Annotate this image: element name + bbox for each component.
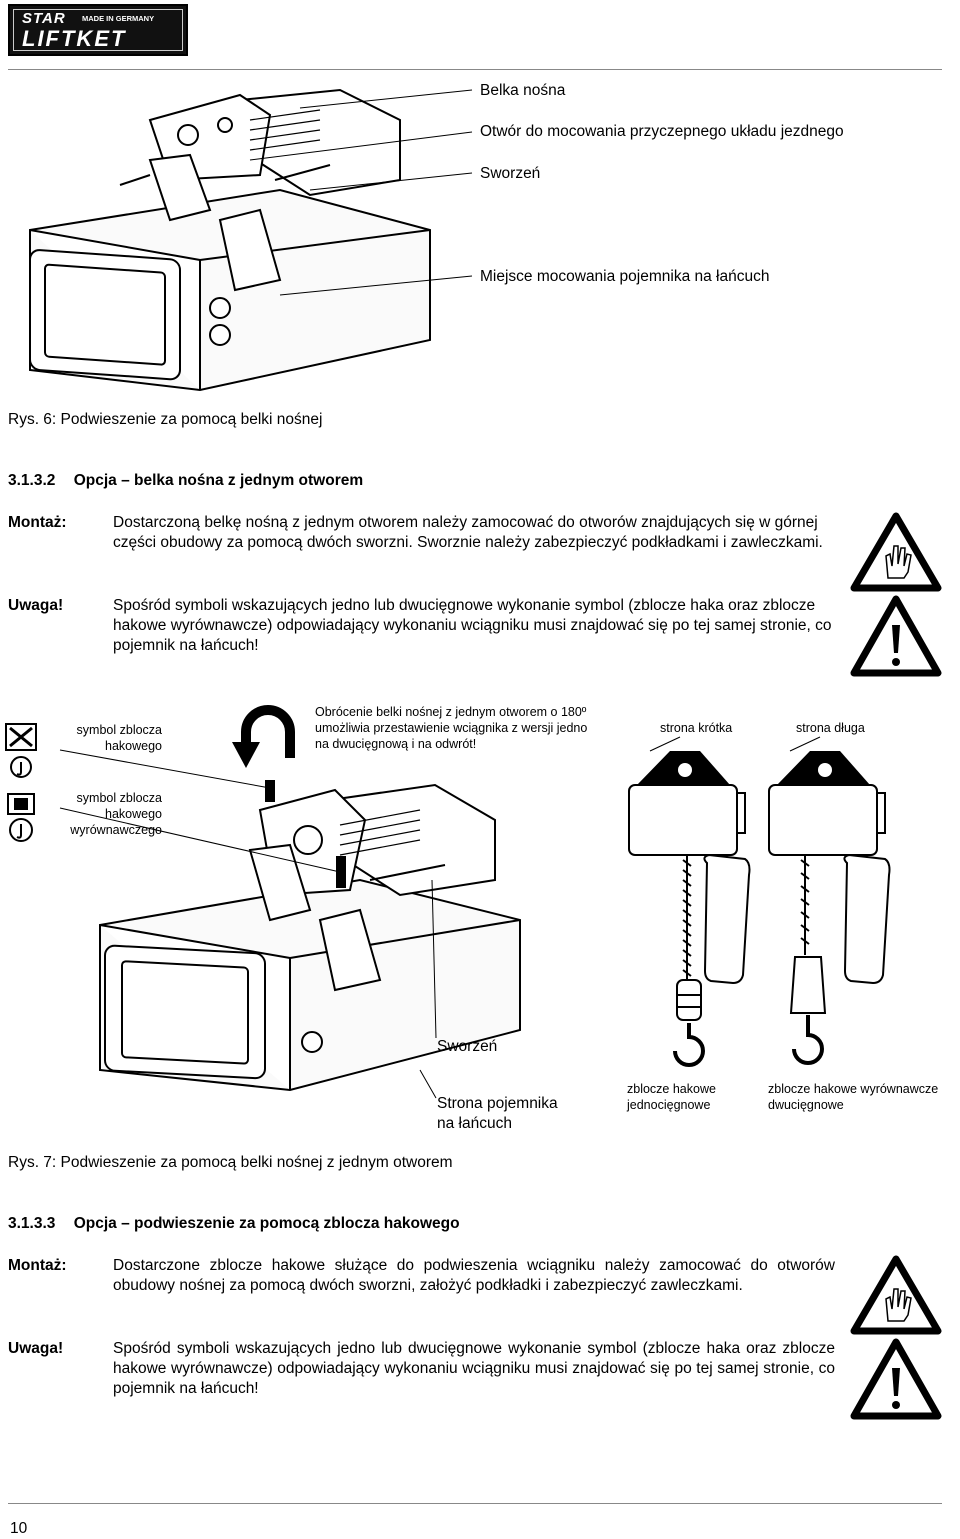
footer-rule xyxy=(8,1503,942,1504)
symbol-eq-line1: symbol zblocza xyxy=(76,791,162,805)
container-side-line1: Strona pojemnika xyxy=(437,1095,558,1112)
section-3133-heading: 3.1.3.3 Opcja – podwieszenie za pomocą z… xyxy=(8,1214,460,1234)
montaz-text-2: Dostarczone zblocze hakowe służące do po… xyxy=(113,1257,835,1294)
section-3132-heading: 3.1.3.2 Opcja – belka nośna z jednym otw… xyxy=(8,471,363,491)
fig6-label-container-mount: Miejsce mocowania pojemnika na łańcuch xyxy=(480,268,770,285)
montaz-label: Montaż: xyxy=(8,514,67,531)
fig7-label-container-side: Strona pojemnika na łańcuch xyxy=(437,1094,558,1134)
single-fall-line2: jednocięgnowe xyxy=(627,1098,711,1112)
section-3133-number: 3.1.3.3 xyxy=(8,1215,56,1232)
logo-top-text: STAR xyxy=(22,10,66,27)
montaz-text: Dostarczoną belkę nośną z jednym otworem… xyxy=(113,514,823,551)
hoist-drawing-fig6 xyxy=(29,88,473,392)
header-rule xyxy=(8,69,942,70)
hand-warning-icon xyxy=(850,1255,942,1335)
symbol-hook-line2: hakowego xyxy=(105,739,162,753)
symbol-eq-line2: hakowego xyxy=(105,807,162,821)
double-fall-label: zblocze hakowe wyrównawcze dwucięgnowe xyxy=(768,1081,938,1113)
hoist-drawing-fig7 xyxy=(59,749,521,1099)
label-short-side: strona krótka xyxy=(660,721,733,735)
double-fall-line1: zblocze hakowe wyrównawcze xyxy=(768,1082,939,1096)
equalizing-hook-symbol-icon xyxy=(7,793,35,842)
section-3132-number: 3.1.3.2 xyxy=(8,472,56,489)
logo: STAR MADE IN GERMANY LIFTKET xyxy=(8,4,188,56)
double-fall-line2: dwucięgnowe xyxy=(768,1098,844,1112)
hook-block-symbol-icon xyxy=(5,723,37,778)
logo-tag-text: MADE IN GERMANY xyxy=(82,14,155,23)
hand-warning-icon xyxy=(850,512,942,592)
logo-bottom-text: LIFTKET xyxy=(22,26,127,51)
symbol-hook-label: symbol zblocza hakowego xyxy=(40,722,162,754)
exclamation-warning-icon xyxy=(850,595,942,677)
uwaga-text: Spośród symboli wskazujących jedno lub d… xyxy=(113,597,832,654)
double-fall-hoist-drawing xyxy=(768,736,891,1065)
montaz-label-2: Montaż: xyxy=(8,1257,67,1274)
uwaga-label: Uwaga! xyxy=(8,597,64,614)
label-long-side: strona długa xyxy=(796,721,865,735)
rotation-note: Obrócenie belki nośnej z jednym otworem … xyxy=(315,705,588,751)
container-side-line2: na łańcuch xyxy=(437,1115,512,1132)
section-3133-title: Opcja – podwieszenie za pomocą zblocza h… xyxy=(73,1215,460,1232)
fig6-label-beam: Belka nośna xyxy=(480,82,566,99)
single-fall-hoist-drawing xyxy=(628,736,751,1067)
exclamation-warning-icon xyxy=(850,1338,942,1420)
fig7-label-pin: Sworzeń xyxy=(437,1038,498,1055)
section-3132-title: Opcja – belka nośna z jednym otworem xyxy=(73,472,364,489)
fig6-label-pin: Sworzeń xyxy=(480,165,541,182)
fig6-label-hole: Otwór do mocowania przyczepnego układu j… xyxy=(480,123,844,140)
single-fall-label: zblocze hakowe jednocięgnowe xyxy=(627,1081,716,1113)
uwaga-text-2: Spośród symboli wskazujących jedno lub d… xyxy=(113,1340,835,1397)
symbol-hook-line1: symbol zblocza xyxy=(76,723,162,737)
fig7-caption: Rys. 7: Podwieszenie za pomocą belki noś… xyxy=(8,1154,453,1171)
page-number: 10 xyxy=(10,1520,28,1537)
fig6-caption: Rys. 6: Podwieszenie za pomocą belki noś… xyxy=(8,411,323,428)
rotate-arrow-icon xyxy=(232,705,295,768)
single-fall-line1: zblocze hakowe xyxy=(627,1082,716,1096)
uwaga-label-2: Uwaga! xyxy=(8,1340,64,1357)
